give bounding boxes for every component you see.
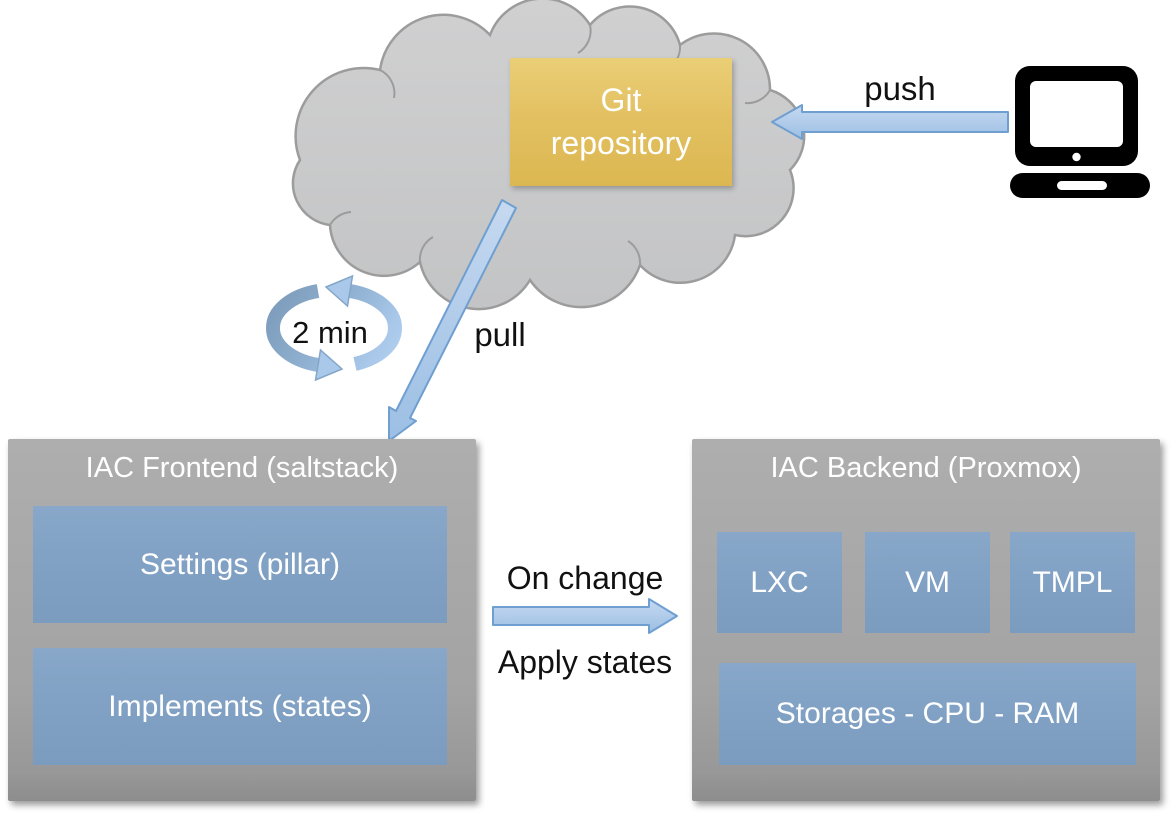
apply-states-arrow: [492, 598, 678, 634]
backend-vm-label: VM: [905, 565, 950, 599]
frontend-panel-title: IAC Frontend (saltstack): [85, 452, 399, 484]
push-arrow-label: push: [864, 70, 936, 107]
pull-arrow: [388, 199, 517, 442]
git-repository-label-line2: repository: [550, 125, 692, 161]
backend-vm-box: VM: [865, 532, 990, 633]
backend-tmpl-box: TMPL: [1010, 532, 1135, 633]
on-change-label: On change: [506, 560, 664, 596]
frontend-implements-label: Implements (states): [108, 689, 372, 723]
git-repository-label-line1: Git: [600, 82, 642, 119]
backend-resources-label: Storages - CPU - RAM: [775, 697, 1080, 730]
backend-lxc-box: LXC: [717, 532, 842, 633]
schedule-interval-label: 2 min: [292, 315, 368, 350]
backend-tmpl-label: TMPL: [1032, 565, 1113, 599]
push-arrow: [771, 104, 1009, 140]
refresh-cycle-icon: [265, 274, 403, 382]
pull-arrow-label: pull: [474, 316, 526, 353]
laptop-icon: [1010, 66, 1150, 198]
frontend-settings-label: Settings (pillar): [139, 547, 341, 581]
backend-panel: IAC Backend (Proxmox) LXC VM TMPL Storag…: [692, 439, 1160, 801]
backend-resources-box: Storages - CPU - RAM: [719, 663, 1136, 765]
frontend-panel: IAC Frontend (saltstack) Settings (pilla…: [8, 439, 476, 801]
backend-lxc-label: LXC: [750, 565, 809, 599]
git-repository-box: Git repository: [510, 58, 732, 186]
backend-panel-title: IAC Backend (Proxmox): [770, 452, 1082, 484]
frontend-settings-box: Settings (pillar): [33, 506, 447, 623]
apply-states-label: Apply states: [497, 644, 673, 680]
frontend-implements-box: Implements (states): [33, 648, 447, 765]
